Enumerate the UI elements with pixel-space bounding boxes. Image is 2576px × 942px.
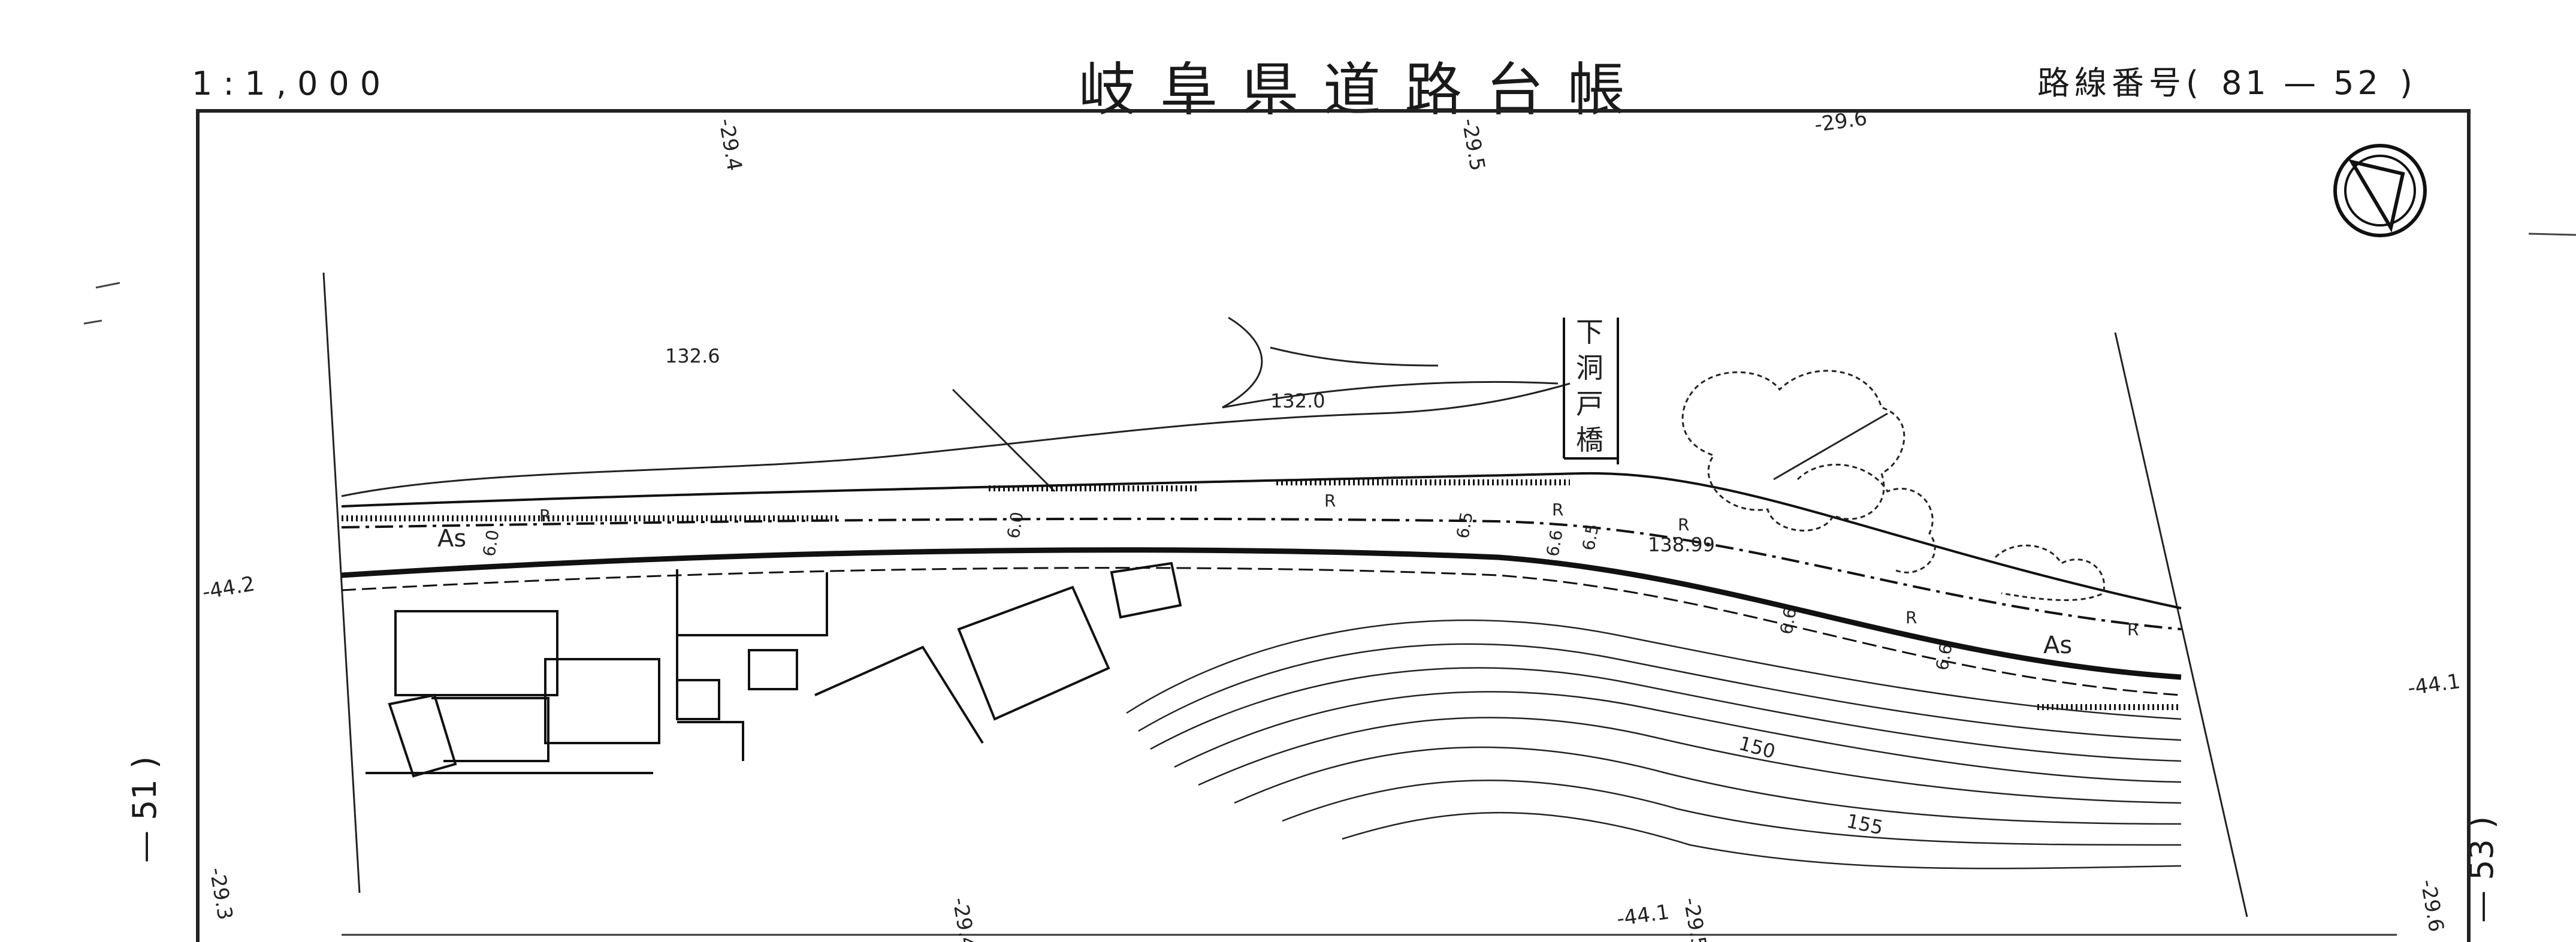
road-width-label: 6.5 [1452,511,1476,541]
bridge-name-char: 洞 [1576,352,1603,384]
boundary-lines [322,272,2248,917]
route-number: 路線番号( 81 — 52) [2037,56,2417,104]
buildings [366,561,1182,778]
bridge-name-char: 橋 [1576,424,1603,456]
grid-label: -44.2 [201,572,257,605]
marker-r: R [1324,491,1336,511]
road-width-label: 6.6 [1932,642,1956,672]
grid-label: -29.4 [714,117,747,173]
grid-label: -29.6 [2415,878,2448,934]
north-arrow-icon [2333,144,2427,237]
guardrail [342,479,2181,710]
road-width-label: 6.6 [1542,529,1566,558]
bridge-name-char: 戸 [1576,388,1603,420]
route-close: ) [2399,64,2417,102]
grid-label: -29.5 [1457,117,1490,173]
map-labels: -29.4-29.5-29.6-44.2-44.1-29.3-29.4-44.1… [201,106,2462,942]
marker-r: R [2127,620,2139,639]
elevation-label: 138.99 [1648,533,1715,556]
scan-marks [83,233,2576,325]
bridge [1563,318,1619,464]
road-width-label: 6.6 [1776,606,1800,636]
grid-label: -44.1 [1615,900,1671,931]
route-label: 路線番号( [2037,64,2204,102]
marker-r: R [1552,500,1563,520]
elevation-label: 132.6 [665,345,720,367]
contour-lines [1126,619,2182,869]
grid-label: -44.1 [2406,669,2462,701]
marker-r: R [1678,515,1689,535]
grid-label: -29.3 [204,866,237,922]
marker-r: R [539,506,551,526]
elevation-label: 150 [1737,732,1778,763]
road-width-label: 6.0 [479,529,503,558]
elevation-label: 132.0 [1270,390,1325,412]
road-width-label: 6.0 [1003,511,1027,541]
road-surface-label: As [437,525,466,552]
river-bank [341,316,1571,497]
road-surface-label: As [2043,632,2072,659]
road [341,472,2182,696]
bridge-name-char: 下 [1576,316,1603,348]
marker-r: R [1905,608,1917,627]
route-number-value: 81 — 52 [2221,64,2382,102]
map-scale: 1:1,000 [192,65,392,102]
map-frame [196,109,2471,942]
road-width-label: 6.5 [1578,523,1602,552]
trees [1681,370,2105,602]
